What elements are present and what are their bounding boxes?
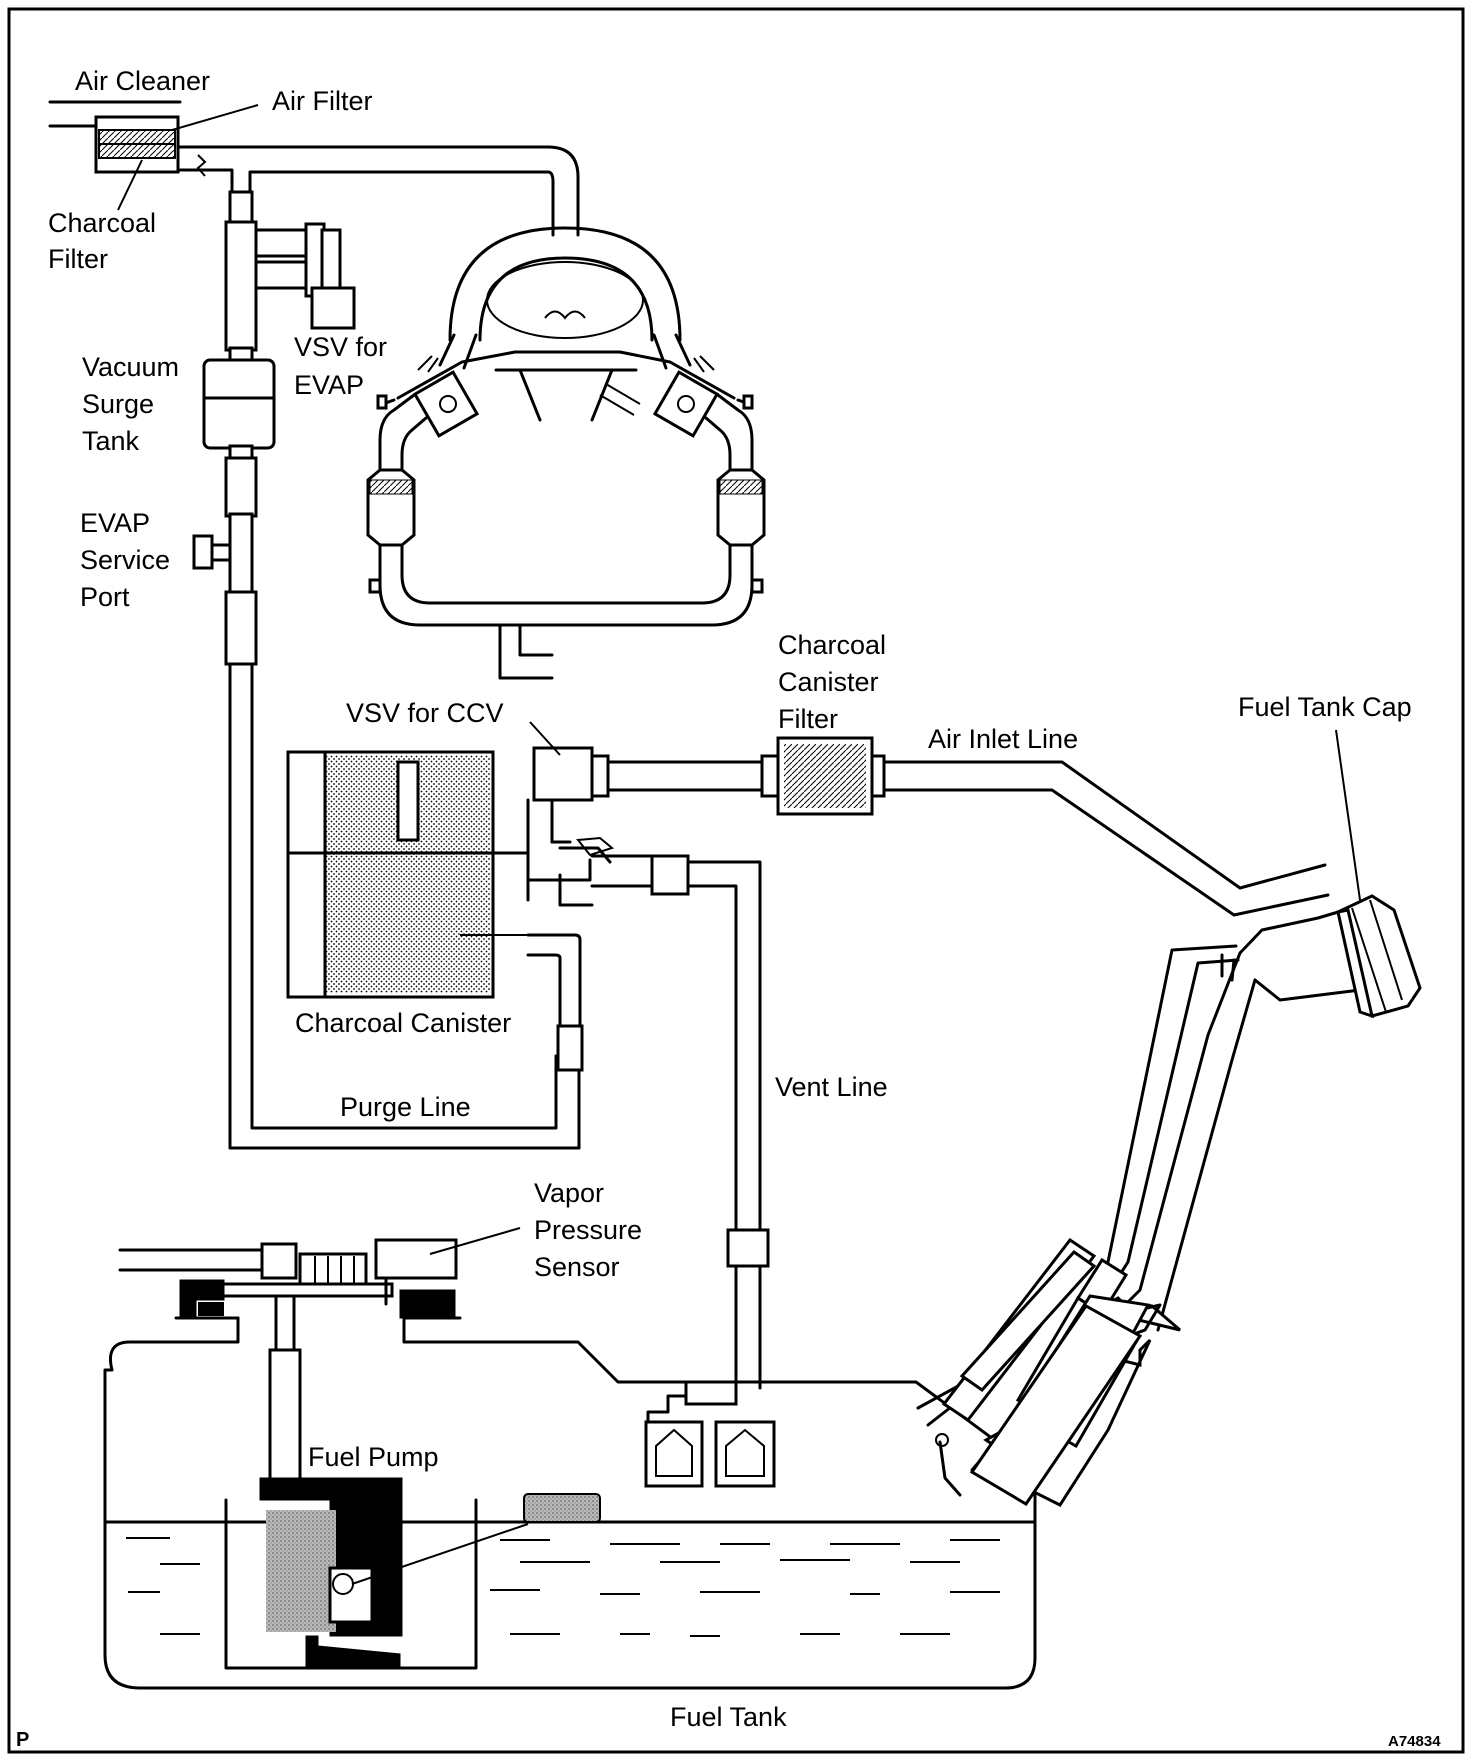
fuel-liquid bbox=[126, 1537, 1000, 1637]
charcoal-filter-leader bbox=[117, 159, 143, 211]
air-filter-leader bbox=[171, 104, 259, 131]
air-inlet-line bbox=[882, 760, 1327, 890]
label-corner-mark: P bbox=[16, 1729, 29, 1751]
diagram-labels: Air Cleaner Air Filter Charcoal Filter V… bbox=[16, 66, 1441, 1751]
label-figure-code: A74834 bbox=[1388, 1733, 1441, 1750]
intake-air-pipe bbox=[176, 145, 580, 237]
purge-line-pipe-outer bbox=[228, 662, 581, 1150]
charcoal-canister bbox=[286, 750, 530, 999]
fuel-cutoff-valves bbox=[644, 1380, 776, 1488]
label-evap-port-2: Service bbox=[80, 545, 170, 575]
label-vacuum-3: Tank bbox=[82, 426, 140, 456]
label-vsv-ccv: VSV for CCV bbox=[346, 698, 504, 728]
vsv-ccv-leader bbox=[529, 721, 561, 756]
filler-neck-body bbox=[941, 1237, 1143, 1507]
label-vapor-2: Pressure bbox=[534, 1215, 642, 1245]
label-evap-port-3: Port bbox=[80, 582, 130, 612]
vsv-evap bbox=[304, 222, 356, 330]
label-charcoal-filter-1: Charcoal bbox=[48, 208, 156, 238]
label-vent-line: Vent Line bbox=[775, 1072, 888, 1102]
vacuum-surge-tank bbox=[202, 358, 276, 518]
fuel-tank-cap-leader bbox=[1335, 729, 1361, 901]
label-air-filter: Air Filter bbox=[272, 86, 373, 116]
label-fuel-pump: Fuel Pump bbox=[308, 1442, 439, 1472]
charcoal-canister-filter bbox=[776, 736, 886, 816]
purge-canister-link bbox=[526, 933, 582, 1028]
fuel-tank-cap bbox=[1336, 894, 1422, 1019]
label-fuel-tank-cap: Fuel Tank Cap bbox=[1238, 692, 1412, 722]
label-canister-filter-1: Charcoal bbox=[778, 630, 886, 660]
air-inlet-line-lower bbox=[882, 788, 1330, 917]
label-vapor-1: Vapor bbox=[534, 1178, 604, 1208]
fuel-pump bbox=[259, 1477, 601, 1669]
ccv-to-filter-pipe bbox=[590, 760, 778, 792]
engine-assembly bbox=[366, 226, 766, 680]
label-vsv-evap-1: VSV for bbox=[294, 332, 387, 362]
vsv-ccv bbox=[526, 746, 615, 902]
label-air-cleaner: Air Cleaner bbox=[75, 66, 210, 96]
vent-line bbox=[558, 854, 770, 1390]
tank-top-assembly bbox=[118, 1238, 462, 1482]
label-canister-filter-3: Filter bbox=[778, 704, 838, 734]
fuel-filler-pipe bbox=[916, 908, 1362, 1507]
purge-line-pipe-inner bbox=[250, 662, 558, 1130]
label-vapor-3: Sensor bbox=[534, 1252, 620, 1282]
label-evap-port-1: EVAP bbox=[80, 508, 150, 538]
evap-service-port bbox=[192, 512, 258, 666]
purge-line-fitting bbox=[556, 1024, 584, 1072]
air-cleaner bbox=[48, 100, 182, 174]
label-air-inlet-line: Air Inlet Line bbox=[928, 724, 1078, 754]
label-canister-filter-2: Canister bbox=[778, 667, 879, 697]
label-vacuum-1: Vacuum bbox=[82, 352, 179, 382]
label-vsv-evap-2: EVAP bbox=[294, 370, 364, 400]
fuel-gauge-float bbox=[523, 1493, 601, 1523]
vapor-pressure-sensor-leader bbox=[429, 1227, 521, 1255]
label-vacuum-2: Surge bbox=[82, 389, 154, 419]
label-purge-line: Purge Line bbox=[340, 1092, 471, 1122]
label-fuel-tank: Fuel Tank bbox=[670, 1702, 787, 1732]
label-charcoal-filter-2: Filter bbox=[48, 244, 108, 274]
frame-border bbox=[7, 7, 1465, 1754]
label-charcoal-canister: Charcoal Canister bbox=[295, 1008, 511, 1038]
